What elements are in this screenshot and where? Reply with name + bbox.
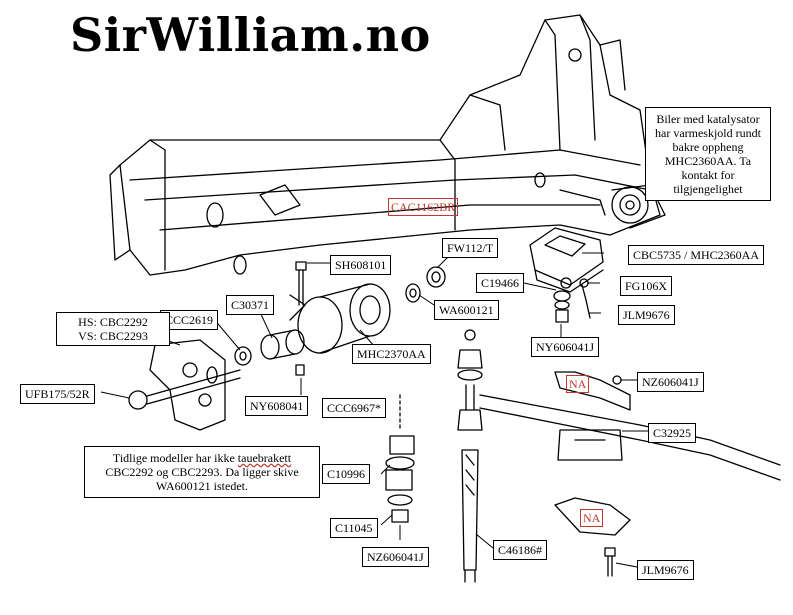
part-label-na-bottom: NA [580, 509, 604, 527]
part-label-jlm9676-top: JLM9676 [618, 305, 675, 325]
part-label-fg106x: FG106X [620, 276, 673, 296]
note-early-models: Tidlige modeller har ikke tauebrakett CB… [84, 446, 320, 498]
part-label-c46186: C46186# [493, 540, 548, 560]
bolt-ufb175-drawing [128, 369, 241, 410]
bushing-c30371-drawing [234, 329, 305, 376]
brand-logo-text: SirWilliam.no [70, 8, 431, 62]
part-label-jlm9676-bottom: JLM9676 [637, 560, 694, 580]
part-label-tow-bracket: HS: CBC2292 VS: CBC2293 [56, 312, 170, 346]
note-catalyst: Biler med katalysator har varmeskjold ru… [645, 107, 771, 201]
part-label-na-top: NA [566, 375, 590, 393]
part-label-cbc5735: CBC5735 / MHC2360AA [628, 245, 765, 265]
bracket-lower-drawing [554, 497, 631, 577]
part-label-ny606041j: NY606041J [531, 337, 600, 357]
part-label-ny608041: NY608041 [245, 396, 309, 416]
centre-stack-drawing [457, 329, 483, 583]
part-label-hs: HS: CBC2292 [78, 315, 148, 329]
part-label-cac1162br: CAC1162BR [388, 198, 459, 216]
tow-bracket-drawing [149, 339, 226, 431]
washers-drawing [405, 266, 446, 303]
note-catalyst-text: Biler med katalysator har varmeskjold ru… [655, 112, 761, 196]
bolt-sh608101-drawing [295, 261, 307, 306]
part-label-c19466: C19466 [476, 273, 525, 293]
left-stack-drawing [385, 394, 415, 523]
part-label-nz606041j-bottom: NZ606041J [362, 547, 429, 567]
anti-roll-bar-drawing [479, 394, 781, 481]
right-hardware-drawing [553, 277, 591, 323]
part-label-c10996: C10996 [322, 464, 371, 484]
engine-mount-drawing [529, 227, 604, 293]
part-label-c30371: C30371 [226, 295, 275, 315]
subframe-drawing [109, 14, 661, 276]
part-label-wa600121: WA600121 [434, 300, 499, 320]
part-label-nz606041j-right: NZ606041J [637, 372, 704, 392]
part-label-ccc2619: CCC2619 [160, 310, 219, 330]
note-early-word: tauebrakett [237, 451, 292, 465]
part-label-ufb175: UFB175/52R [20, 384, 95, 404]
part-label-c32925: C32925 [648, 423, 697, 443]
part-label-mhc2370aa: MHC2370AA [352, 344, 431, 364]
note-early-suffix: CBC2292 og CBC2293. Da ligger skive WA60… [105, 465, 299, 493]
part-label-ccc6967: CCC6967* [322, 398, 387, 418]
note-early-prefix: Tidlige modeller har ikke [112, 451, 238, 465]
bush-mhc2370aa-drawing [289, 283, 391, 354]
part-label-fw112t: FW112/T [442, 238, 499, 258]
part-label-c11045: C11045 [330, 518, 378, 538]
part-label-sh608101: SH608101 [330, 255, 392, 275]
part-label-vs: VS: CBC2293 [78, 329, 148, 343]
